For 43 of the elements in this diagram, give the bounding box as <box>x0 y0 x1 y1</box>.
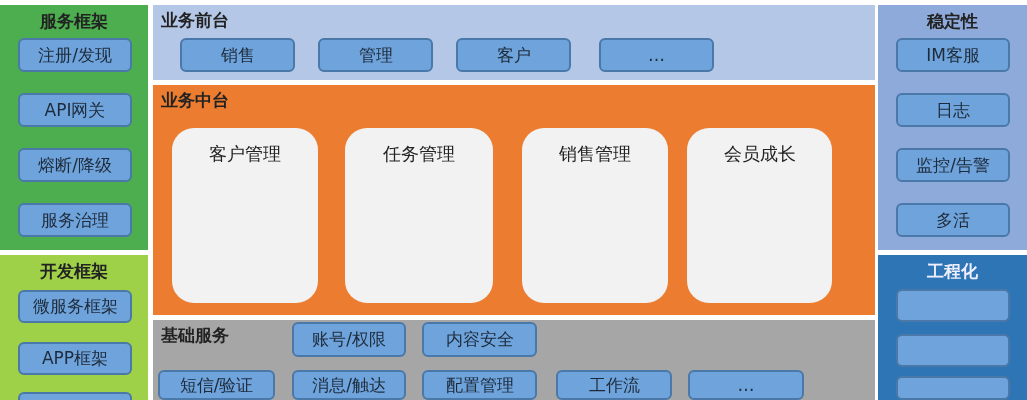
service-card: 会员成长 <box>687 128 832 303</box>
layer-panel <box>153 320 875 400</box>
service-card: 任务管理 <box>345 128 493 303</box>
module-box: … <box>599 38 714 72</box>
module-box: APP框架 <box>18 342 132 375</box>
module-box: 日志 <box>896 93 1010 127</box>
module-box: 账号/权限 <box>292 322 406 357</box>
module-box: 服务治理 <box>18 203 132 237</box>
layer-panel <box>0 255 148 400</box>
module-box <box>18 392 132 400</box>
layer-title: 服务框架 <box>39 10 109 33</box>
layer-title: 业务中台 <box>161 89 229 112</box>
module-box: 短信/验证 <box>158 370 275 400</box>
layer-panel <box>878 5 1027 250</box>
layer-title: 开发框架 <box>39 260 109 283</box>
service-card: 销售管理 <box>522 128 668 303</box>
layer-title: 稳定性 <box>925 10 979 33</box>
layer-title: 工程化 <box>926 260 979 283</box>
module-box: 消息/触达 <box>292 370 406 400</box>
layer-title: 业务前台 <box>161 9 229 32</box>
module-box: 工作流 <box>556 370 672 400</box>
module-box: 监控/告警 <box>896 148 1010 182</box>
module-box: 配置管理 <box>422 370 537 400</box>
module-box <box>896 289 1010 322</box>
module-box <box>896 334 1010 367</box>
module-box: … <box>688 370 804 400</box>
module-box: 管理 <box>318 38 433 72</box>
module-box: 客户 <box>456 38 571 72</box>
module-box: 销售 <box>180 38 295 72</box>
module-box: 熔断/降级 <box>18 148 132 182</box>
module-box: 微服务框架 <box>18 290 132 323</box>
service-card: 客户管理 <box>172 128 318 303</box>
layer-panel <box>153 85 875 315</box>
module-box: API网关 <box>18 93 132 127</box>
module-box: 内容安全 <box>422 322 537 357</box>
module-box: 注册/发现 <box>18 38 132 72</box>
layer-panel <box>0 5 148 250</box>
layer-panel <box>153 5 875 80</box>
module-box <box>896 376 1010 400</box>
layer-panel <box>878 255 1027 400</box>
module-box: IM客服 <box>896 38 1010 72</box>
layer-title: 基础服务 <box>161 324 229 347</box>
module-box: 多活 <box>896 203 1010 237</box>
